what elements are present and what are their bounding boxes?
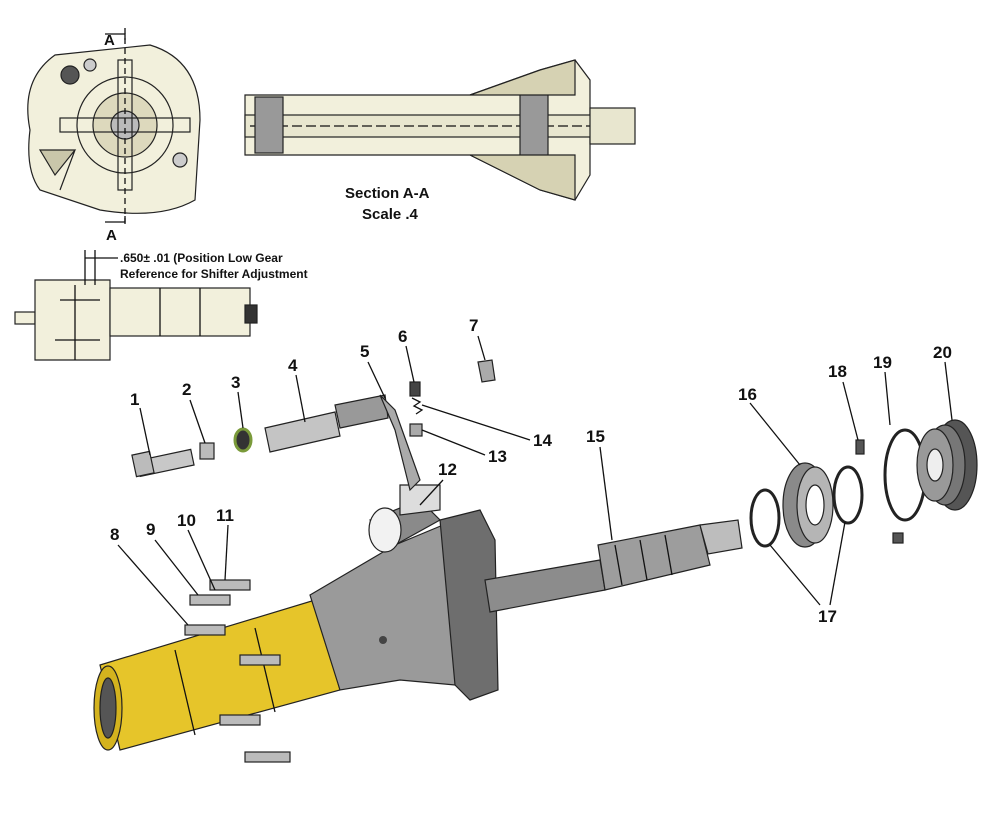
seal-3 [233, 427, 253, 453]
key-part [855, 439, 865, 455]
snap-ring-right [832, 465, 864, 525]
plug-7 [477, 359, 496, 383]
leader-lines [117, 335, 953, 626]
shifter-rod-4 [264, 394, 389, 453]
callout-16: 16 [738, 385, 757, 404]
section-title: Section A-A [345, 185, 430, 202]
callout-2: 2 [182, 380, 191, 399]
callout-10: 10 [177, 511, 196, 530]
callout-8: 8 [110, 525, 119, 544]
callout-15: 15 [586, 427, 605, 446]
callout-9: 9 [146, 520, 155, 539]
callout-1: 1 [130, 390, 139, 409]
callout-11: 11 [216, 506, 234, 525]
bolt-1 [131, 448, 195, 478]
callout-19: 19 [873, 353, 892, 372]
snap-ring-left [749, 488, 781, 548]
callout-3: 3 [231, 373, 240, 392]
synchronizer-hub [916, 419, 978, 511]
callout-5: 5 [360, 342, 369, 361]
callout-4: 4 [288, 356, 298, 375]
side-view-drawing [14, 250, 258, 361]
gearbox-housing [309, 484, 499, 701]
callout-18: 18 [828, 362, 847, 381]
spring-14 [411, 397, 424, 415]
callout-17: 17 [818, 607, 837, 626]
section-scale: Scale .4 [362, 206, 419, 223]
callout-7: 7 [469, 316, 478, 335]
section-view-drawing [244, 59, 636, 201]
studs-8-11 [184, 579, 291, 763]
plug-6 [409, 381, 421, 397]
callout-14: 14 [533, 431, 552, 450]
dimension-note-line1: .650± .01 (Position Low Gear [120, 251, 283, 265]
shift-fork-5 [379, 394, 421, 492]
main-shaft [484, 519, 743, 613]
callout-20: 20 [933, 343, 952, 362]
small-detent [892, 532, 904, 544]
callout-12: 12 [438, 460, 457, 479]
callout-13: 13 [488, 447, 507, 466]
end-view-drawing [27, 28, 201, 225]
section-mark-top: A [104, 32, 115, 49]
nut-2 [199, 442, 215, 460]
section-mark-bottom: A [106, 227, 117, 244]
bearing [782, 462, 834, 548]
detent-13 [409, 423, 423, 437]
callout-6: 6 [398, 327, 407, 346]
yellow-sleeve [93, 599, 341, 751]
dimension-note-line2: Reference for Shifter Adjustment [120, 267, 308, 281]
